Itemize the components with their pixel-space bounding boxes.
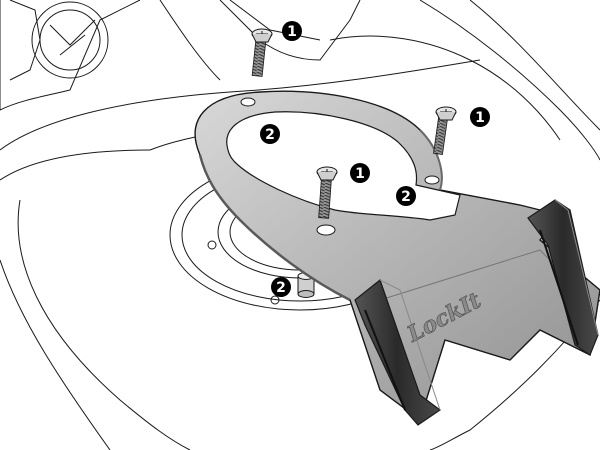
- svg-text:1: 1: [355, 166, 365, 182]
- callout-spacer-right: 2: [396, 186, 416, 206]
- callout-spacer-bottom: 2: [271, 277, 291, 297]
- rubber-pad-left: [354, 279, 442, 426]
- svg-text:1: 1: [287, 24, 297, 40]
- svg-text:2: 2: [265, 127, 275, 143]
- rubber-pad-right: [527, 199, 599, 356]
- callout-screw-center: 1: [350, 163, 370, 183]
- callout-screw-top: 1: [282, 21, 302, 41]
- screw-right: [433, 106, 457, 155]
- screw-center: [316, 166, 338, 219]
- callout-spacer-top: 2: [260, 124, 280, 144]
- svg-text:2: 2: [276, 280, 286, 296]
- svg-text:1: 1: [475, 110, 485, 126]
- callout-screw-right: 1: [470, 107, 490, 127]
- screw-top: [251, 28, 273, 77]
- svg-text:2: 2: [401, 189, 411, 205]
